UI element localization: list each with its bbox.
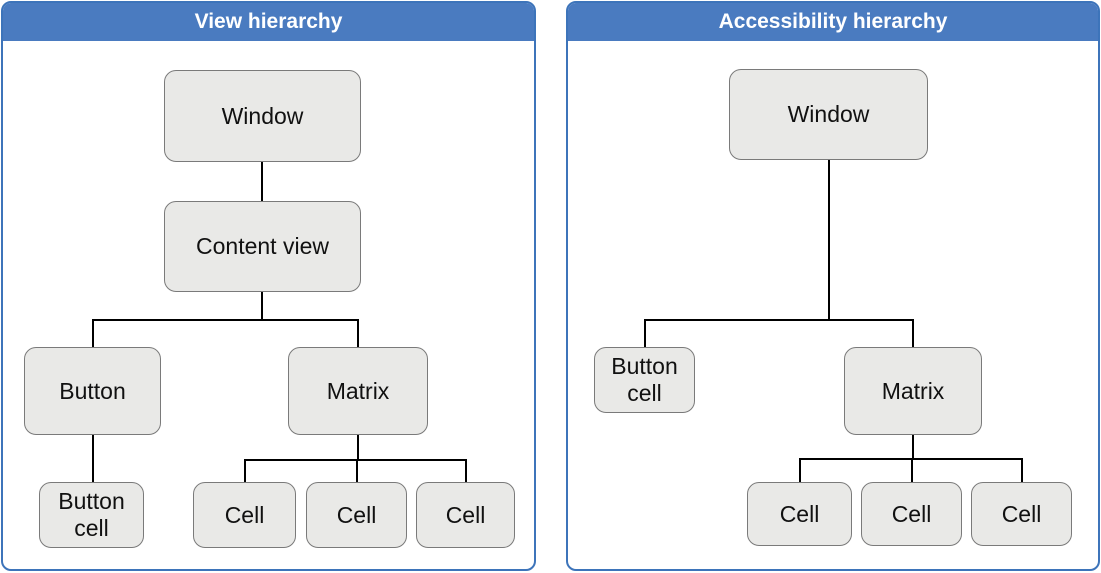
view-hierarchy-title: View hierarchy	[194, 10, 343, 33]
node-window-label: Window	[221, 102, 304, 129]
node-button-cell-label: Button cell	[58, 488, 125, 541]
node-window: Window	[164, 70, 361, 162]
connector-drop-cell-1	[244, 459, 246, 483]
connector-drop-matrix	[912, 319, 914, 348]
node-cell-label: Cell	[779, 500, 820, 527]
node-content-view-label: Content view	[196, 233, 329, 260]
node-cell-1: Cell	[193, 482, 296, 548]
accessibility-hierarchy-panel: Accessibility hierarchy Window Button ce…	[566, 1, 1100, 571]
node-window-label: Window	[787, 101, 870, 128]
connector-matrix-stem	[357, 434, 359, 461]
node-cell-label: Cell	[891, 500, 932, 527]
node-cell-3: Cell	[971, 482, 1072, 546]
node-matrix: Matrix	[844, 347, 982, 435]
node-button-label: Button	[59, 377, 126, 404]
node-cell-1: Cell	[747, 482, 852, 546]
connector-window-stem	[828, 159, 830, 321]
node-matrix-label: Matrix	[326, 377, 390, 404]
node-cell-3: Cell	[416, 482, 515, 548]
connector-drop-button	[92, 319, 94, 348]
view-hierarchy-panel: View hierarchy Window Content view Butto…	[1, 1, 536, 571]
node-cell-label: Cell	[336, 501, 377, 528]
accessibility-hierarchy-header: Accessibility hierarchy	[568, 3, 1098, 41]
connector-contentview-children-bar	[92, 319, 359, 321]
connector-drop-cell-3	[1021, 458, 1023, 483]
node-button: Button	[24, 347, 161, 435]
accessibility-hierarchy-title: Accessibility hierarchy	[718, 10, 948, 33]
connector-matrix-stem	[912, 433, 914, 460]
node-matrix: Matrix	[288, 347, 428, 435]
node-content-view: Content view	[164, 201, 361, 292]
node-cell-label: Cell	[224, 501, 265, 528]
connector-drop-cell-2	[356, 459, 358, 483]
connector-matrix-children-bar	[244, 459, 467, 461]
node-button-cell: Button cell	[39, 482, 144, 548]
node-cell-2: Cell	[861, 482, 962, 546]
connector-contentview-stem	[261, 292, 263, 321]
node-matrix-label: Matrix	[881, 377, 945, 404]
connector-drop-button-cell	[644, 319, 646, 348]
connector-window-contentview	[261, 162, 263, 203]
node-cell-2: Cell	[306, 482, 407, 548]
connector-drop-matrix	[357, 319, 359, 348]
connector-drop-cell-1	[799, 458, 801, 483]
node-button-cell: Button cell	[594, 347, 695, 413]
connector-drop-cell-3	[465, 459, 467, 483]
node-button-cell-label: Button cell	[611, 353, 678, 406]
connector-window-children-bar	[644, 319, 914, 321]
node-cell-label: Cell	[445, 501, 486, 528]
node-window: Window	[729, 69, 928, 160]
node-cell-label: Cell	[1001, 500, 1042, 527]
view-hierarchy-header: View hierarchy	[3, 3, 534, 41]
connector-drop-cell-2	[911, 458, 913, 483]
connector-button-buttoncell	[92, 434, 94, 483]
